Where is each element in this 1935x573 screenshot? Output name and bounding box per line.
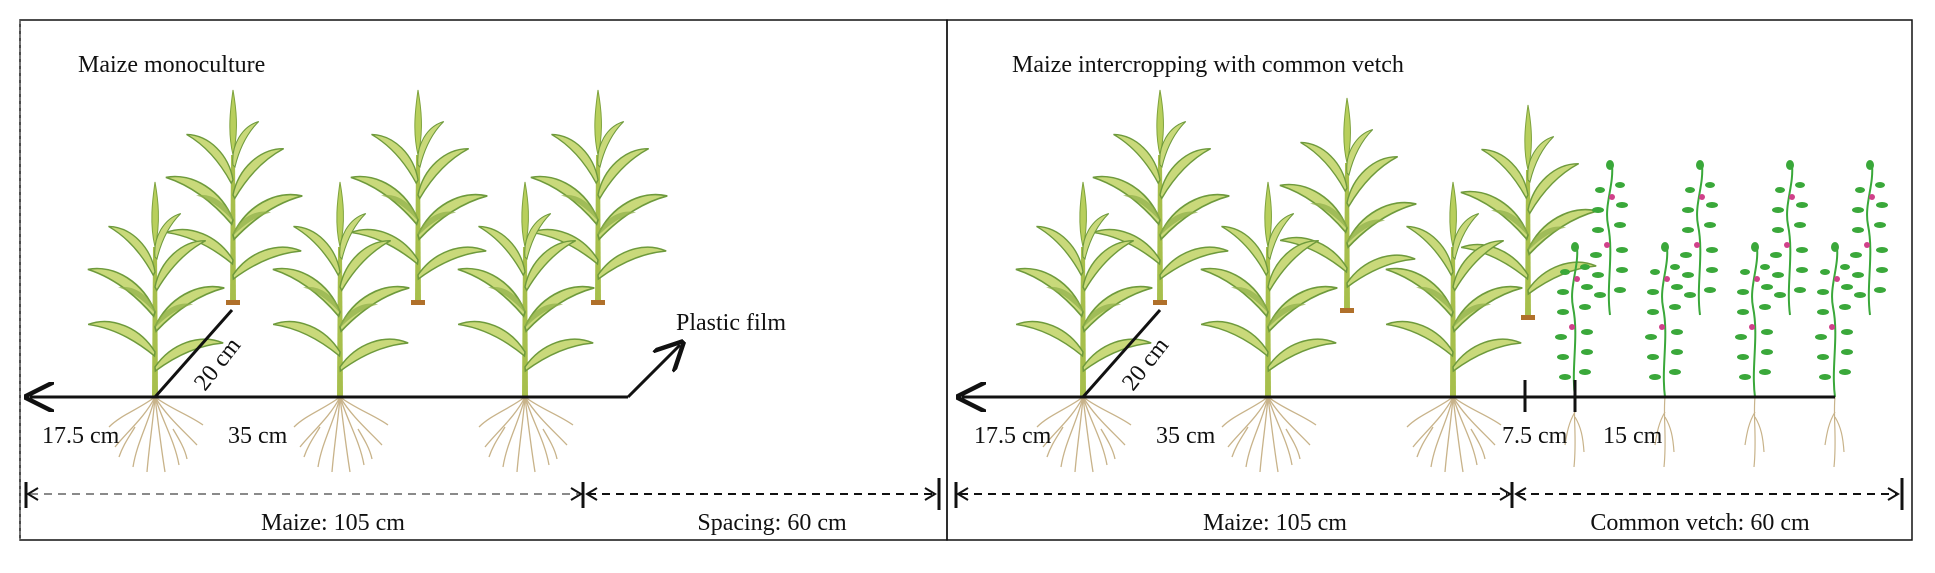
edge-spacing-label-2: 17.5 cm bbox=[974, 423, 1052, 449]
maize-roots-5 bbox=[1221, 396, 1317, 473]
between-row-label-2: 35 cm bbox=[1156, 423, 1216, 449]
plastic-film-arrow bbox=[626, 345, 680, 399]
maize-plant-back-6 bbox=[1453, 105, 1603, 320]
maize-width-label-2: Maize: 105 cm bbox=[1203, 510, 1347, 536]
maize-width-label-1: Maize: 105 cm bbox=[261, 510, 405, 536]
vetch-plant-back-4 bbox=[1849, 159, 1889, 316]
maize-plant-front-5 bbox=[1193, 182, 1343, 397]
row-width-line-2 bbox=[1081, 309, 1162, 398]
maize-roots-6 bbox=[1406, 396, 1502, 473]
panel-1-title: Maize monoculture bbox=[78, 52, 265, 78]
row-width-line-1 bbox=[153, 309, 234, 398]
vetch-width-label: Common vetch: 60 cm bbox=[1590, 510, 1810, 536]
vetch-between-label: 15 cm bbox=[1603, 423, 1663, 449]
edge-spacing-label-1: 17.5 cm bbox=[42, 423, 120, 449]
spacing-width-label: Spacing: 60 cm bbox=[697, 510, 847, 536]
maize-roots-3 bbox=[478, 396, 574, 473]
vetch-plant-back-2 bbox=[1679, 159, 1719, 316]
maize-roots-1 bbox=[108, 396, 204, 473]
vetch-edge-label: 7.5 cm bbox=[1502, 423, 1568, 449]
between-row-label-1: 35 cm bbox=[228, 423, 288, 449]
vetch-plant-back-1 bbox=[1589, 159, 1629, 316]
vetch-plant-front-2 bbox=[1644, 241, 1684, 398]
panel-intercropping: Maize intercropping with common vetch bbox=[946, 19, 1913, 541]
panel-2-frame bbox=[946, 19, 1913, 541]
maize-plant-front-2 bbox=[265, 182, 415, 397]
vetch-plant-front-4 bbox=[1814, 241, 1854, 398]
panel-monoculture: Maize monoculture Plastic film 20 cm 17.… bbox=[19, 19, 948, 541]
vetch-roots-4 bbox=[1824, 396, 1845, 468]
vetch-roots-3 bbox=[1744, 396, 1765, 468]
maize-plant-back-5 bbox=[1272, 98, 1422, 313]
maize-plant-back-3 bbox=[523, 90, 673, 305]
maize-plant-front-3 bbox=[450, 182, 600, 397]
vetch-plant-back-3 bbox=[1769, 159, 1809, 316]
plastic-film-label: Plastic film bbox=[676, 310, 786, 336]
vetch-plant-front-3 bbox=[1734, 241, 1774, 398]
maize-roots-2 bbox=[293, 396, 389, 473]
panel-2-title: Maize intercropping with common vetch bbox=[1012, 52, 1404, 78]
